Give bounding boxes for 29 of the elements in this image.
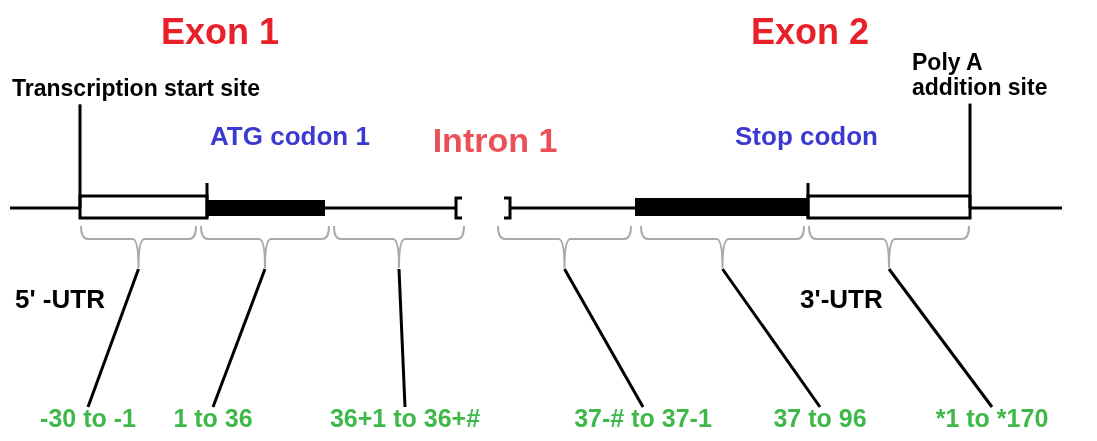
codon-label: Stop codon — [735, 122, 878, 151]
utr-label: 3'-UTR — [800, 285, 883, 314]
position-label: *1 to *170 — [935, 405, 1049, 433]
codon-label: ATG codon 1 — [210, 122, 370, 151]
leader-line — [968, 103, 972, 208]
bracket — [80, 225, 197, 269]
leader-line — [86, 268, 140, 408]
leader-line — [721, 268, 822, 408]
position-label: 37-# to 37-1 — [574, 405, 712, 433]
position-label: 36+1 to 36+# — [329, 405, 481, 433]
exon-label: Exon 2 — [751, 12, 869, 52]
bracket — [333, 225, 465, 269]
bracket — [808, 225, 970, 269]
bracket — [497, 225, 632, 269]
leader-line — [397, 268, 407, 408]
utr-label: 5' -UTR — [15, 285, 105, 314]
site-label: Transcription start site — [12, 76, 260, 102]
leader-line — [211, 268, 267, 408]
bracket — [200, 225, 330, 269]
intron-label: Intron 1 — [432, 122, 558, 160]
position-label: 37 to 96 — [773, 405, 867, 433]
leader-line — [78, 104, 82, 208]
position-label: 1 to 36 — [173, 405, 253, 433]
leader-line — [563, 268, 645, 408]
position-label: -30 to -1 — [40, 405, 136, 433]
leader-line — [887, 268, 994, 408]
bracket — [640, 225, 805, 269]
site-label: Poly A addition site — [912, 50, 1062, 101]
exon-label: Exon 1 — [161, 12, 279, 52]
